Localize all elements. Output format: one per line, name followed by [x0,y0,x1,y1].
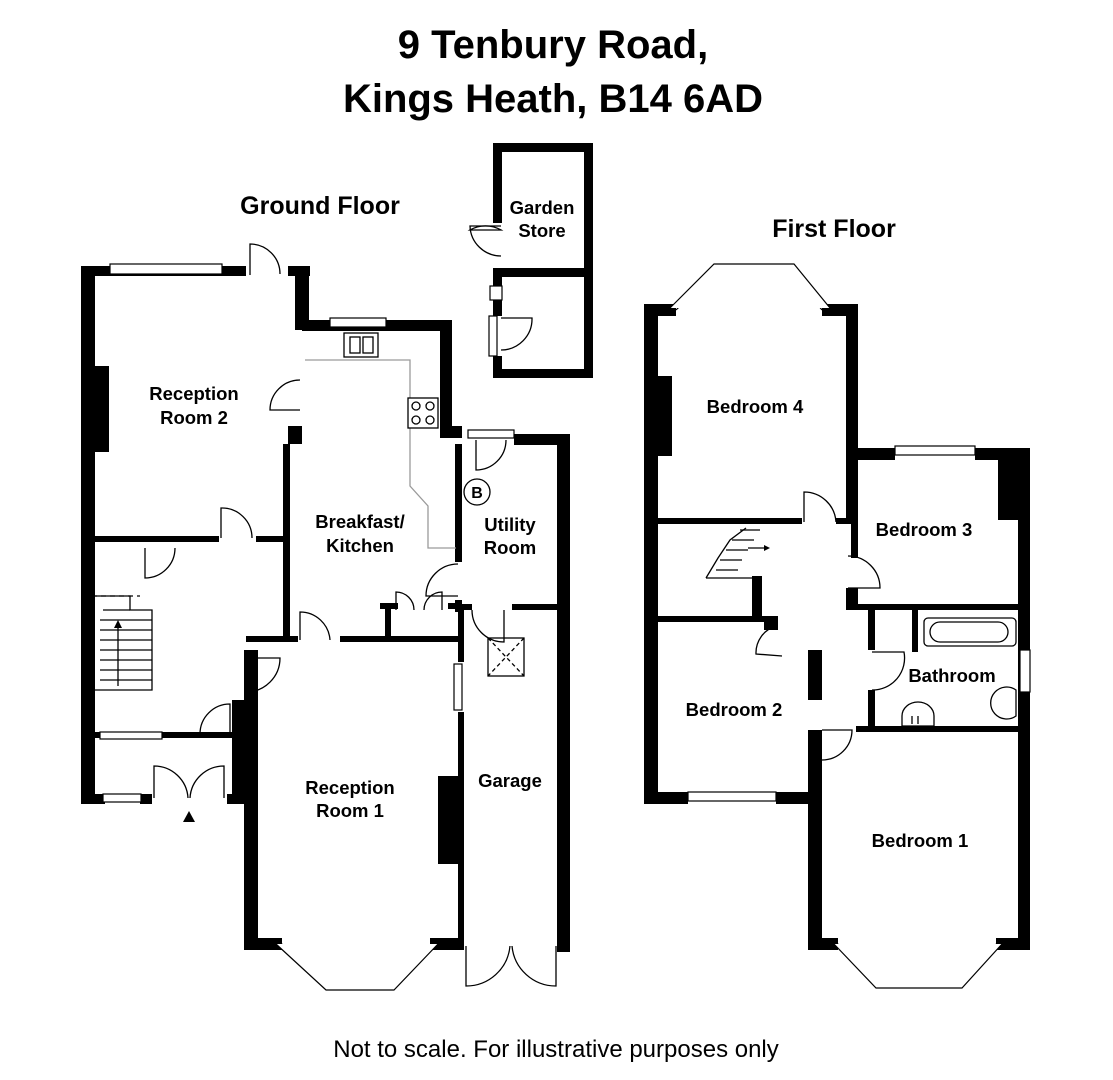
svg-text:Reception: Reception [149,383,238,404]
garage-label: Garage [478,770,542,791]
svg-text:Room: Room [484,537,536,558]
svg-text:Breakfast/: Breakfast/ [315,511,404,532]
first-floor-heading: First Floor [772,215,896,243]
breakfast-kitchen-label: Breakfast/ Kitchen [315,511,404,556]
svg-text:Reception: Reception [305,777,394,798]
garden-store-label: Garden Store [510,197,575,241]
bedroom-3-label: Bedroom 3 [876,519,973,540]
svg-text:Room 1: Room 1 [316,800,384,821]
utility-room-label: Utility Room [484,514,537,558]
ground-stairs [92,595,153,691]
svg-text:Room 2: Room 2 [160,407,228,428]
svg-text:Utility: Utility [484,514,536,535]
svg-text:Store: Store [518,220,565,241]
ground-floor-plan: B [81,143,593,991]
property-address-line-2: Kings Heath, B14 6AD [343,77,763,121]
reception-room-2-label: Reception Room 2 [149,383,238,428]
boiler-marker: B [471,485,483,502]
first-floor-plan [644,263,1031,989]
bedroom-2-label: Bedroom 2 [686,699,783,720]
svg-text:Kitchen: Kitchen [326,535,394,556]
first-floor-stairs [705,527,770,618]
bedroom-4-label: Bedroom 4 [707,396,804,417]
ground-floor-heading: Ground Floor [240,192,400,220]
svg-text:Garden: Garden [510,197,575,218]
disclaimer-footer: Not to scale. For illustrative purposes … [333,1036,779,1063]
property-address-line-1: 9 Tenbury Road, [398,23,708,67]
bedroom-1-label: Bedroom 1 [872,830,969,851]
bathroom-label: Bathroom [908,665,995,686]
reception-room-1-label: Reception Room 1 [305,777,394,821]
